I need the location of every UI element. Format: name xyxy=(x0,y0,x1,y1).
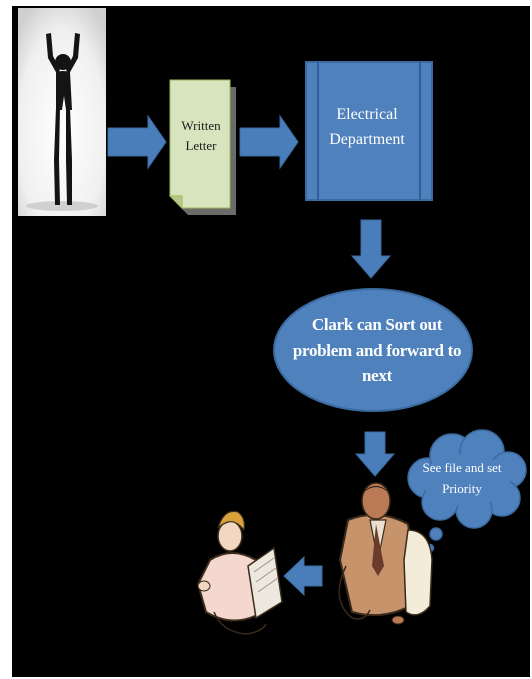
letter-document-shape xyxy=(168,79,236,215)
clerk-ellipse xyxy=(273,288,473,412)
person-photo xyxy=(18,8,106,216)
officer-figure xyxy=(338,482,433,625)
department-label: Electrical Department xyxy=(329,106,405,148)
clerk-label: Clark can Sort out problem and forward t… xyxy=(292,315,462,385)
department-box xyxy=(305,61,433,201)
arrow-officer-to-assistant xyxy=(283,555,323,597)
arrow-clerk-to-officer xyxy=(354,431,396,477)
arrow-photo-to-letter xyxy=(107,114,167,170)
arrow-letter-to-department xyxy=(239,114,299,170)
arrow-department-to-clerk xyxy=(350,219,392,279)
thought-cloud xyxy=(407,429,527,553)
letter-label: Written Letter xyxy=(181,118,221,153)
assistant-figure xyxy=(196,510,283,635)
thought-label: See file and set Priority xyxy=(422,460,502,496)
silhouette-figure xyxy=(46,33,80,205)
